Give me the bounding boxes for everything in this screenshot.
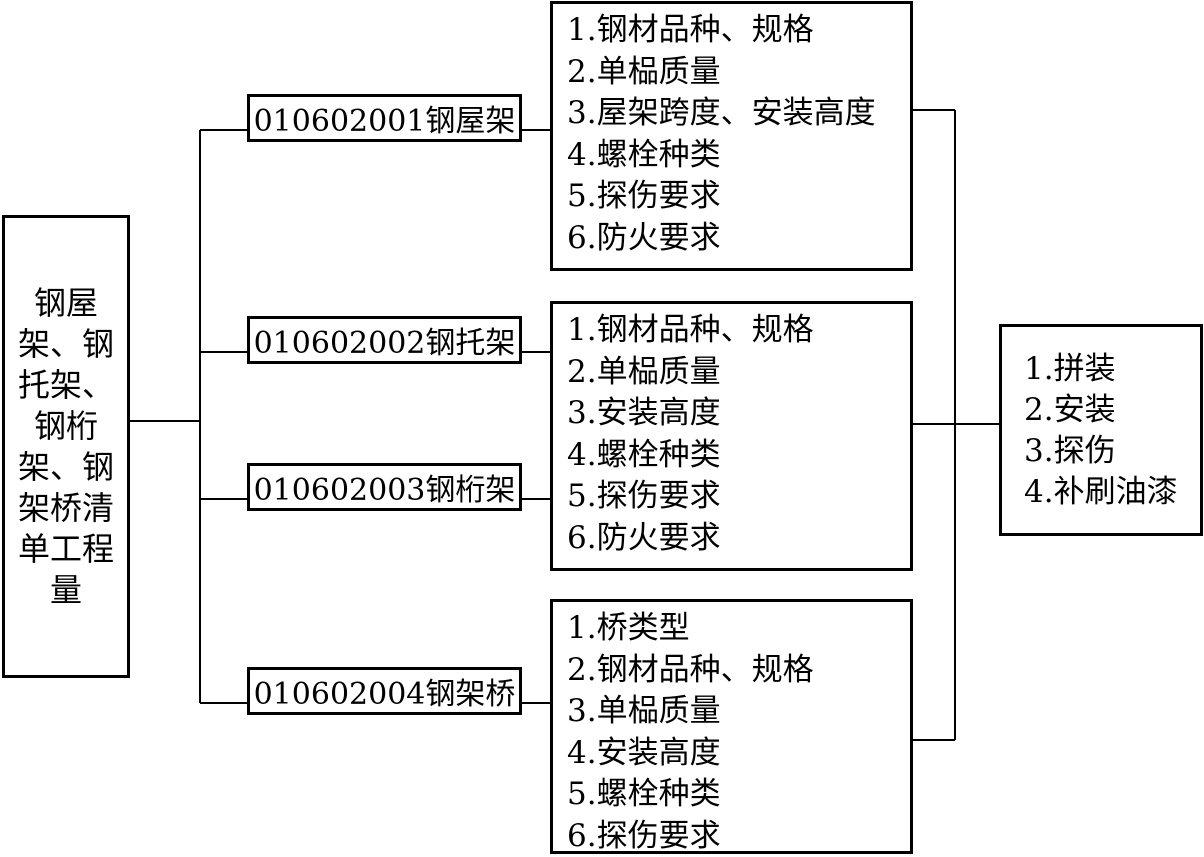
item-box-steel-roof-truss: 010602001钢屋架 xyxy=(247,94,522,142)
feature-item: 4.螺栓种类 xyxy=(567,435,910,477)
feature-item: 1.桥类型 xyxy=(567,608,910,650)
feature-item: 5.探伤要求 xyxy=(567,176,910,218)
root-label: 钢屋架、钢托架、钢桁架、钢架桥清单工程量 xyxy=(18,283,114,611)
work-item: 3.探伤 xyxy=(1024,431,1200,472)
feature-item: 4.安装高度 xyxy=(567,733,910,775)
feature-item: 6.探伤要求 xyxy=(567,816,910,857)
feature-item: 2.钢材品种、规格 xyxy=(567,650,910,692)
feature-item: 3.安装高度 xyxy=(567,393,910,435)
feature-item: 3.屋架跨度、安装高度 xyxy=(567,93,910,135)
work-item: 4.补刷油漆 xyxy=(1024,472,1200,513)
item-box-steel-support-truss: 010602002钢托架 xyxy=(247,316,522,364)
feature-item: 2.单榀质量 xyxy=(567,352,910,394)
work-item: 1.拼装 xyxy=(1024,349,1200,390)
item-label: 010602004钢架桥 xyxy=(254,669,516,713)
feature-item: 2.单榀质量 xyxy=(567,52,910,94)
feature-item: 3.单榀质量 xyxy=(567,691,910,733)
feature-box-1: 1.钢材品种、规格 2.单榀质量 3.屋架跨度、安装高度 4.螺栓种类 5.探伤… xyxy=(550,1,913,271)
feature-item: 5.探伤要求 xyxy=(567,476,910,518)
feature-box-2: 1.钢材品种、规格 2.单榀质量 3.安装高度 4.螺栓种类 5.探伤要求 6.… xyxy=(550,301,913,571)
feature-item: 4.螺栓种类 xyxy=(567,135,910,177)
root-box: 钢屋架、钢托架、钢桁架、钢架桥清单工程量 xyxy=(2,215,130,678)
item-label: 010602003钢桁架 xyxy=(254,465,516,509)
feature-item: 1.钢材品种、规格 xyxy=(567,10,910,52)
work-item: 2.安装 xyxy=(1024,390,1200,431)
item-box-steel-lattice-truss: 010602003钢桁架 xyxy=(247,463,522,511)
item-box-steel-frame-bridge: 010602004钢架桥 xyxy=(247,667,522,715)
feature-item: 1.钢材品种、规格 xyxy=(567,310,910,352)
work-content-box: 1.拼装 2.安装 3.探伤 4.补刷油漆 xyxy=(999,324,1203,536)
item-label: 010602001钢屋架 xyxy=(254,96,516,140)
feature-item: 6.防火要求 xyxy=(567,518,910,560)
feature-item: 6.防火要求 xyxy=(567,218,910,260)
item-label: 010602002钢托架 xyxy=(254,318,516,362)
feature-box-3: 1.桥类型 2.钢材品种、规格 3.单榀质量 4.安装高度 5.螺栓种类 6.探… xyxy=(550,599,913,854)
feature-item: 5.螺栓种类 xyxy=(567,774,910,816)
